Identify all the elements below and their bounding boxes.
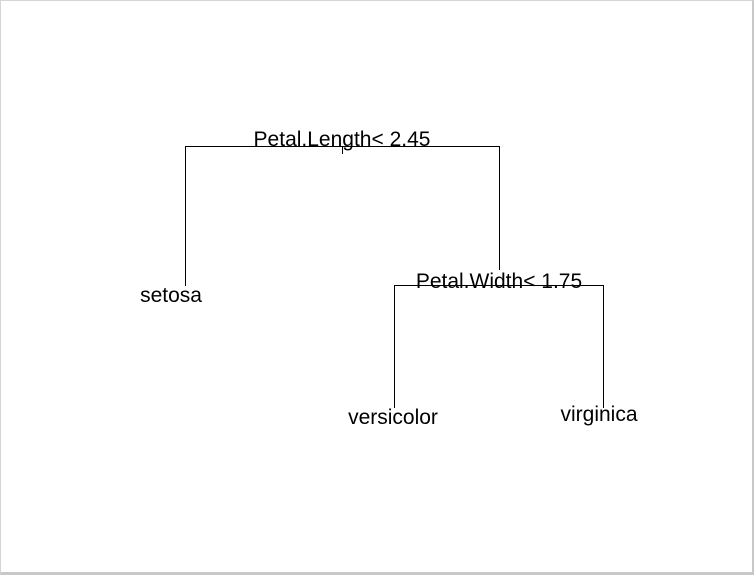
leaf-label-setosa: setosa [140,284,202,307]
leaf-label-versicolor: versicolor [348,406,438,429]
leaf-label-virginica: virginica [560,403,637,426]
root-split-connector [185,146,500,286]
right-split-connector [394,285,604,408]
right-split-label: Petal.Width< 1.75 [416,270,582,293]
root-split-label: Petal.Length< 2.45 [254,128,431,151]
